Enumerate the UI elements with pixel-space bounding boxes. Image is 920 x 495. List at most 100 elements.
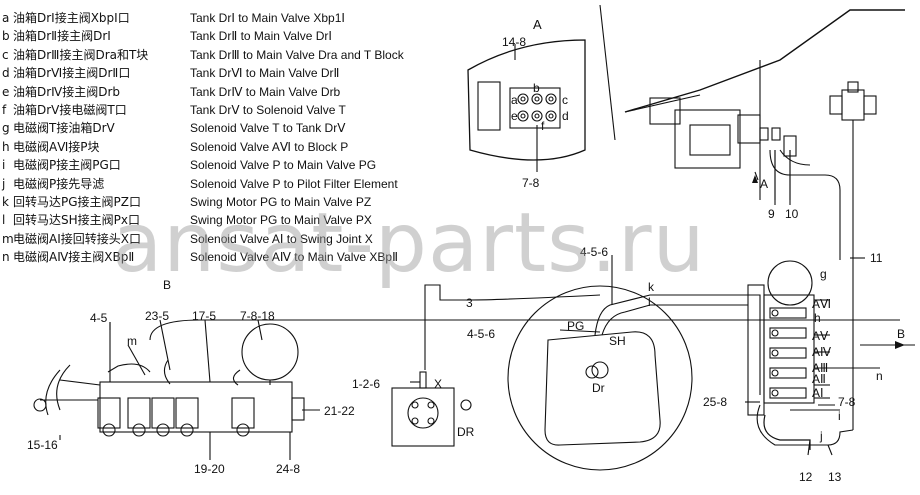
pilot-filter	[829, 81, 877, 430]
hose-j-label: j	[819, 429, 823, 443]
legend-english-text: Swing Motor PG to Main Valve PX	[190, 213, 372, 228]
legend-key: a	[2, 11, 10, 25]
arrow-a-label: A	[760, 177, 768, 191]
legend-chinese-text: 电磁阀P接先导滤	[13, 176, 105, 191]
legend-english-text: Solenoid Valve AⅣ to Main Valve XBpⅡ	[190, 250, 398, 265]
port-d-label: d	[562, 109, 569, 123]
legend-chinese-text: 油箱DrⅠ接主阀XbpⅠ口	[13, 11, 130, 25]
part-24-8-label: 24-8	[276, 462, 300, 476]
hose-m-label: m	[127, 334, 137, 348]
solenoid-a1-label: AⅠ	[812, 386, 824, 400]
main-valve	[33, 319, 900, 437]
port-sh-label: SH	[609, 334, 626, 348]
part-7-8-18-label: 7-8-18	[240, 309, 275, 323]
legend-english-text: Tank DrⅤ to Solenoid Valve T	[190, 102, 346, 117]
part-10-label: 10	[785, 207, 799, 221]
part-4-5-6-top-label: 4-5-6	[580, 245, 608, 259]
solenoid-valve-block	[747, 260, 915, 416]
legend-english-text: Solenoid Valve T to Tank DrⅤ	[190, 121, 346, 136]
legend-chinese-text: 电磁阀P接主阀PG口	[13, 158, 121, 173]
port-pg-label: PG	[567, 319, 584, 333]
solenoid-a5-label: AⅤ	[812, 329, 829, 343]
solenoid-a4-label: AⅣ	[812, 345, 831, 359]
hose-k-label: k	[648, 280, 655, 294]
part-12-label: 12	[799, 470, 813, 484]
legend-english-text: Tank DrⅡ to Main Valve DrⅠ	[190, 29, 332, 44]
port-x-label: X	[434, 377, 442, 391]
port-f-label: f	[541, 119, 545, 133]
legend-key: i	[2, 158, 6, 173]
part-13-label: 13	[828, 470, 842, 484]
part-15-16-label: 15-16	[27, 438, 58, 452]
port-dr-joint-label: DR	[457, 425, 475, 439]
solenoid-a6-label: AⅥ	[812, 297, 831, 311]
legend-english-text: Tank DrⅥ to Main Valve DrⅡ	[190, 66, 340, 81]
legend-key: m	[2, 231, 14, 246]
legend-chinese-text: 油箱DrⅥ接主阀DrⅡ口	[13, 66, 131, 81]
part-7-8-right-label: 7-8	[838, 395, 856, 409]
hose-g-label: g	[820, 267, 827, 281]
part-11-label: 11	[870, 251, 883, 265]
legend-key: k	[2, 194, 9, 209]
part-17-5-label: 17-5	[192, 309, 216, 323]
part-23-5-label: 23-5	[145, 309, 169, 323]
hose-l-label: l	[648, 295, 651, 309]
part-25-8-label: 25-8	[703, 395, 727, 409]
part-3-label: 3	[466, 296, 473, 310]
detail-a-top-label: 14-8	[502, 35, 526, 49]
legend-chinese-text: 电磁阀AⅥ接P块	[13, 139, 100, 154]
solenoid-a2-label: AⅡ	[812, 372, 826, 386]
port-e-label: e	[511, 109, 518, 123]
legend-key: b	[2, 29, 10, 44]
legend-english-text: Solenoid Valve AⅠ to Swing Joint X	[190, 231, 373, 246]
part-4-5-label: 4-5	[90, 311, 108, 325]
solenoid-a3-label: AⅢ	[812, 361, 828, 375]
watermark-text: ansat-parts.ru	[112, 196, 706, 291]
port-b-label: b	[533, 81, 540, 95]
legend-key: h	[2, 139, 10, 154]
legend-english-text: Solenoid Valve P to Pilot Filter Element	[190, 176, 398, 191]
view-a-label: A	[533, 17, 542, 32]
hose-n-label: n	[876, 369, 883, 383]
legend-chinese-text: 回转马达SH接主阀Px口	[13, 213, 140, 228]
port-dr-motor-label: Dr	[592, 381, 605, 395]
legend-key: j	[2, 176, 6, 191]
legend-key: l	[2, 213, 6, 228]
legend-row: l 回转马达SH接主阀Px口 Swing Motor PG to Main Valv…	[2, 211, 442, 229]
legend-english-text: Tank DrⅢ to Main Valve Dra and T Block	[190, 47, 404, 62]
legend-chinese-text: 油箱DrⅣ接主阀Drb	[13, 84, 121, 99]
legend-key: g	[2, 121, 10, 136]
legend-english-text: Solenoid Valve P to Main Valve PG	[190, 158, 377, 173]
legend-key: n	[2, 250, 10, 265]
legend-row: k 回转马达PG接主阀PZ口 Swing Motor PG to Main Valv…	[2, 193, 442, 211]
legend-key: d	[2, 66, 10, 81]
hose-h-label: h	[814, 311, 821, 325]
part-1-2-6-label: 1-2-6	[352, 377, 380, 391]
view-b-right-label: B	[897, 327, 905, 341]
legend-chinese-text: 油箱DrⅡ接主阀DrⅠ	[13, 29, 111, 44]
legend-row: i 电磁阀P接主阀PG口 Solenoid Valve P to Main Valv…	[2, 156, 442, 174]
legend-key: f	[2, 102, 7, 117]
detail-a-view	[467, 39, 586, 172]
legend-english-text: Solenoid Valve AⅥ to Block P	[190, 139, 349, 154]
legend-chinese-text: 回转马达PG接主阀PZ口	[13, 194, 141, 209]
hose-i-label: i	[838, 409, 841, 423]
part-21-22-label: 21-22	[324, 404, 355, 418]
part-19-20-label: 19-20	[194, 462, 225, 476]
view-b-left-label: B	[163, 278, 171, 292]
legend-key: e	[2, 84, 10, 99]
legend-chinese-text: 电磁阀AⅠ接回转接头X口	[13, 231, 141, 246]
legend-english-text: Swing Motor PG to Main Valve PZ	[190, 194, 372, 209]
detail-a-bottom-label: 7-8	[522, 176, 540, 190]
